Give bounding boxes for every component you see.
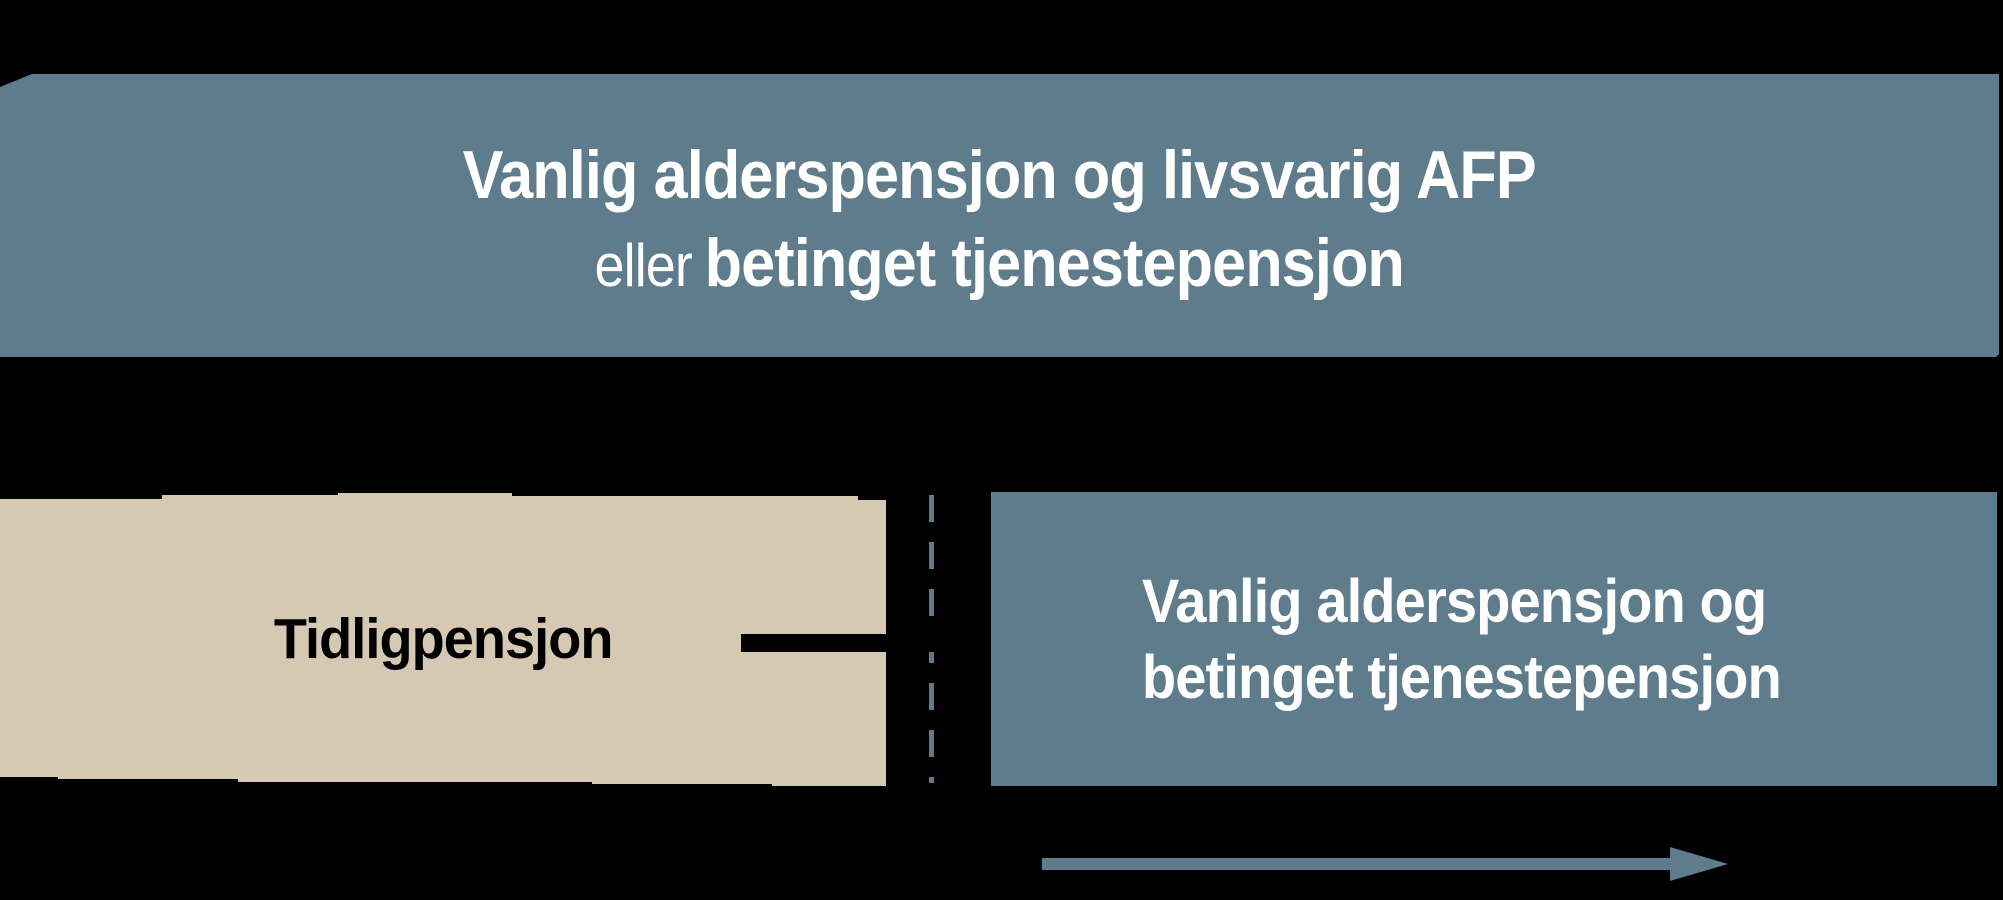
title-line2-emphasis: betinget tjenestepensjon [704,225,1405,301]
result-pension-box: Vanlig alderspensjon og betinget tjenest… [991,492,1997,786]
result-pension-line1: Vanlig alderspensjon og [1141,567,1767,635]
lifelong-pension-title-line1: Vanlig alderspensjon og livsvarig AFP [462,137,1537,213]
result-pension-text: Vanlig alderspensjon og betinget tjenest… [991,563,1917,715]
timeline-arrow-shaft [1042,858,1670,870]
early-pension-box: Tidligpensjon [0,493,886,786]
timeline-arrow-head [1670,847,1728,881]
transition-arrow-shaft [741,634,1061,652]
early-pension-label: Tidligpensjon [273,607,614,671]
title-line2-prefix: eller [594,232,693,299]
lifelong-pension-title: Vanlig alderspensjon og livsvarig AFP el… [462,121,1537,310]
lifelong-pension-box: Vanlig alderspensjon og livsvarig AFP el… [0,74,1999,357]
result-pension-line2: betinget tjenestepensjon [1141,643,1782,711]
